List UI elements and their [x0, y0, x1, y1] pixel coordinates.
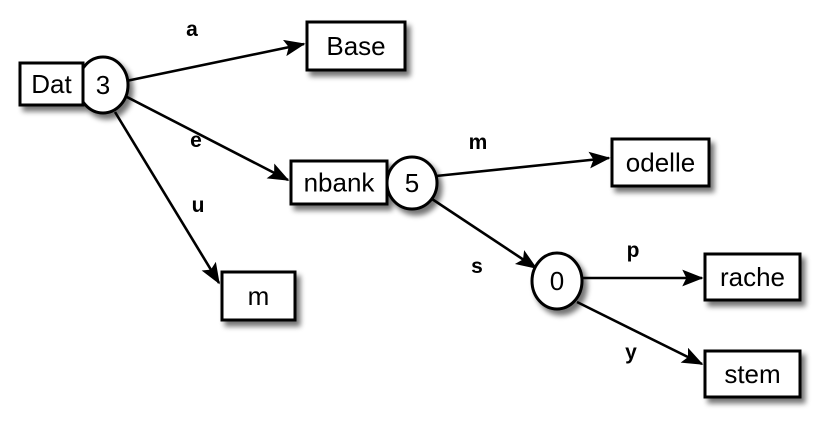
edge-label-a: a [186, 18, 198, 41]
edge-label-m: m [469, 131, 488, 154]
edge-e[interactable] [126, 95, 290, 182]
node-box-label-nrache: rache [720, 262, 785, 292]
edge-line-e [126, 95, 290, 182]
edge-line-u [113, 111, 221, 285]
node-box-nm [220, 270, 297, 322]
edge-line-m [435, 151, 611, 178]
node-ellipse-label-nbank5: 5 [405, 168, 419, 198]
edge-s[interactable] [431, 197, 538, 270]
node-box-nrache [703, 252, 802, 302]
edge-label-y: y [625, 341, 637, 364]
edge-line-s [431, 197, 538, 270]
edge-line-a [125, 39, 306, 83]
node-nBase[interactable] [305, 20, 407, 72]
node-n0[interactable] [530, 251, 584, 311]
node-n3[interactable] [18, 55, 130, 115]
edge-a[interactable] [125, 39, 306, 83]
node-box-label-nodelle: odelle [626, 148, 695, 178]
node-box-label-n3: Dat [31, 69, 72, 99]
edge-label-u: u [192, 194, 205, 217]
edge-m[interactable] [435, 151, 611, 178]
node-box-nodelle [610, 137, 711, 188]
node-box-label-nbank5: nbank [304, 168, 376, 198]
node-ellipse-label-n0: 0 [550, 266, 564, 296]
edge-y[interactable] [576, 300, 704, 366]
edge-label-p: p [627, 239, 640, 262]
node-ellipse-n0 [530, 251, 584, 311]
edge-label-s: s [471, 255, 483, 278]
edge-label-e: e [190, 129, 202, 152]
node-box-label-nm: m [248, 281, 270, 311]
node-box-label-nBase: Base [326, 31, 385, 61]
node-box-label-nstem: stem [724, 359, 780, 389]
node-box-nBase [305, 20, 407, 72]
nodes-layer: Dat 3 Base nbank 5 m odelle 0 rache stem [18, 20, 802, 399]
edge-line-y [576, 300, 704, 366]
node-box-nstem [703, 349, 802, 399]
node-nbank5[interactable] [289, 155, 439, 211]
node-nm[interactable] [220, 270, 297, 322]
node-box-n3 [18, 61, 85, 107]
node-ellipse-label-n3: 3 [96, 70, 110, 100]
edges-layer [113, 39, 704, 366]
edge-labels-layer: a e u m s p y [186, 18, 639, 364]
node-nstem[interactable] [703, 349, 802, 399]
node-box-nbank5 [289, 159, 389, 206]
node-nodelle[interactable] [610, 137, 711, 188]
node-nrache[interactable] [703, 252, 802, 302]
edge-u[interactable] [113, 111, 221, 285]
